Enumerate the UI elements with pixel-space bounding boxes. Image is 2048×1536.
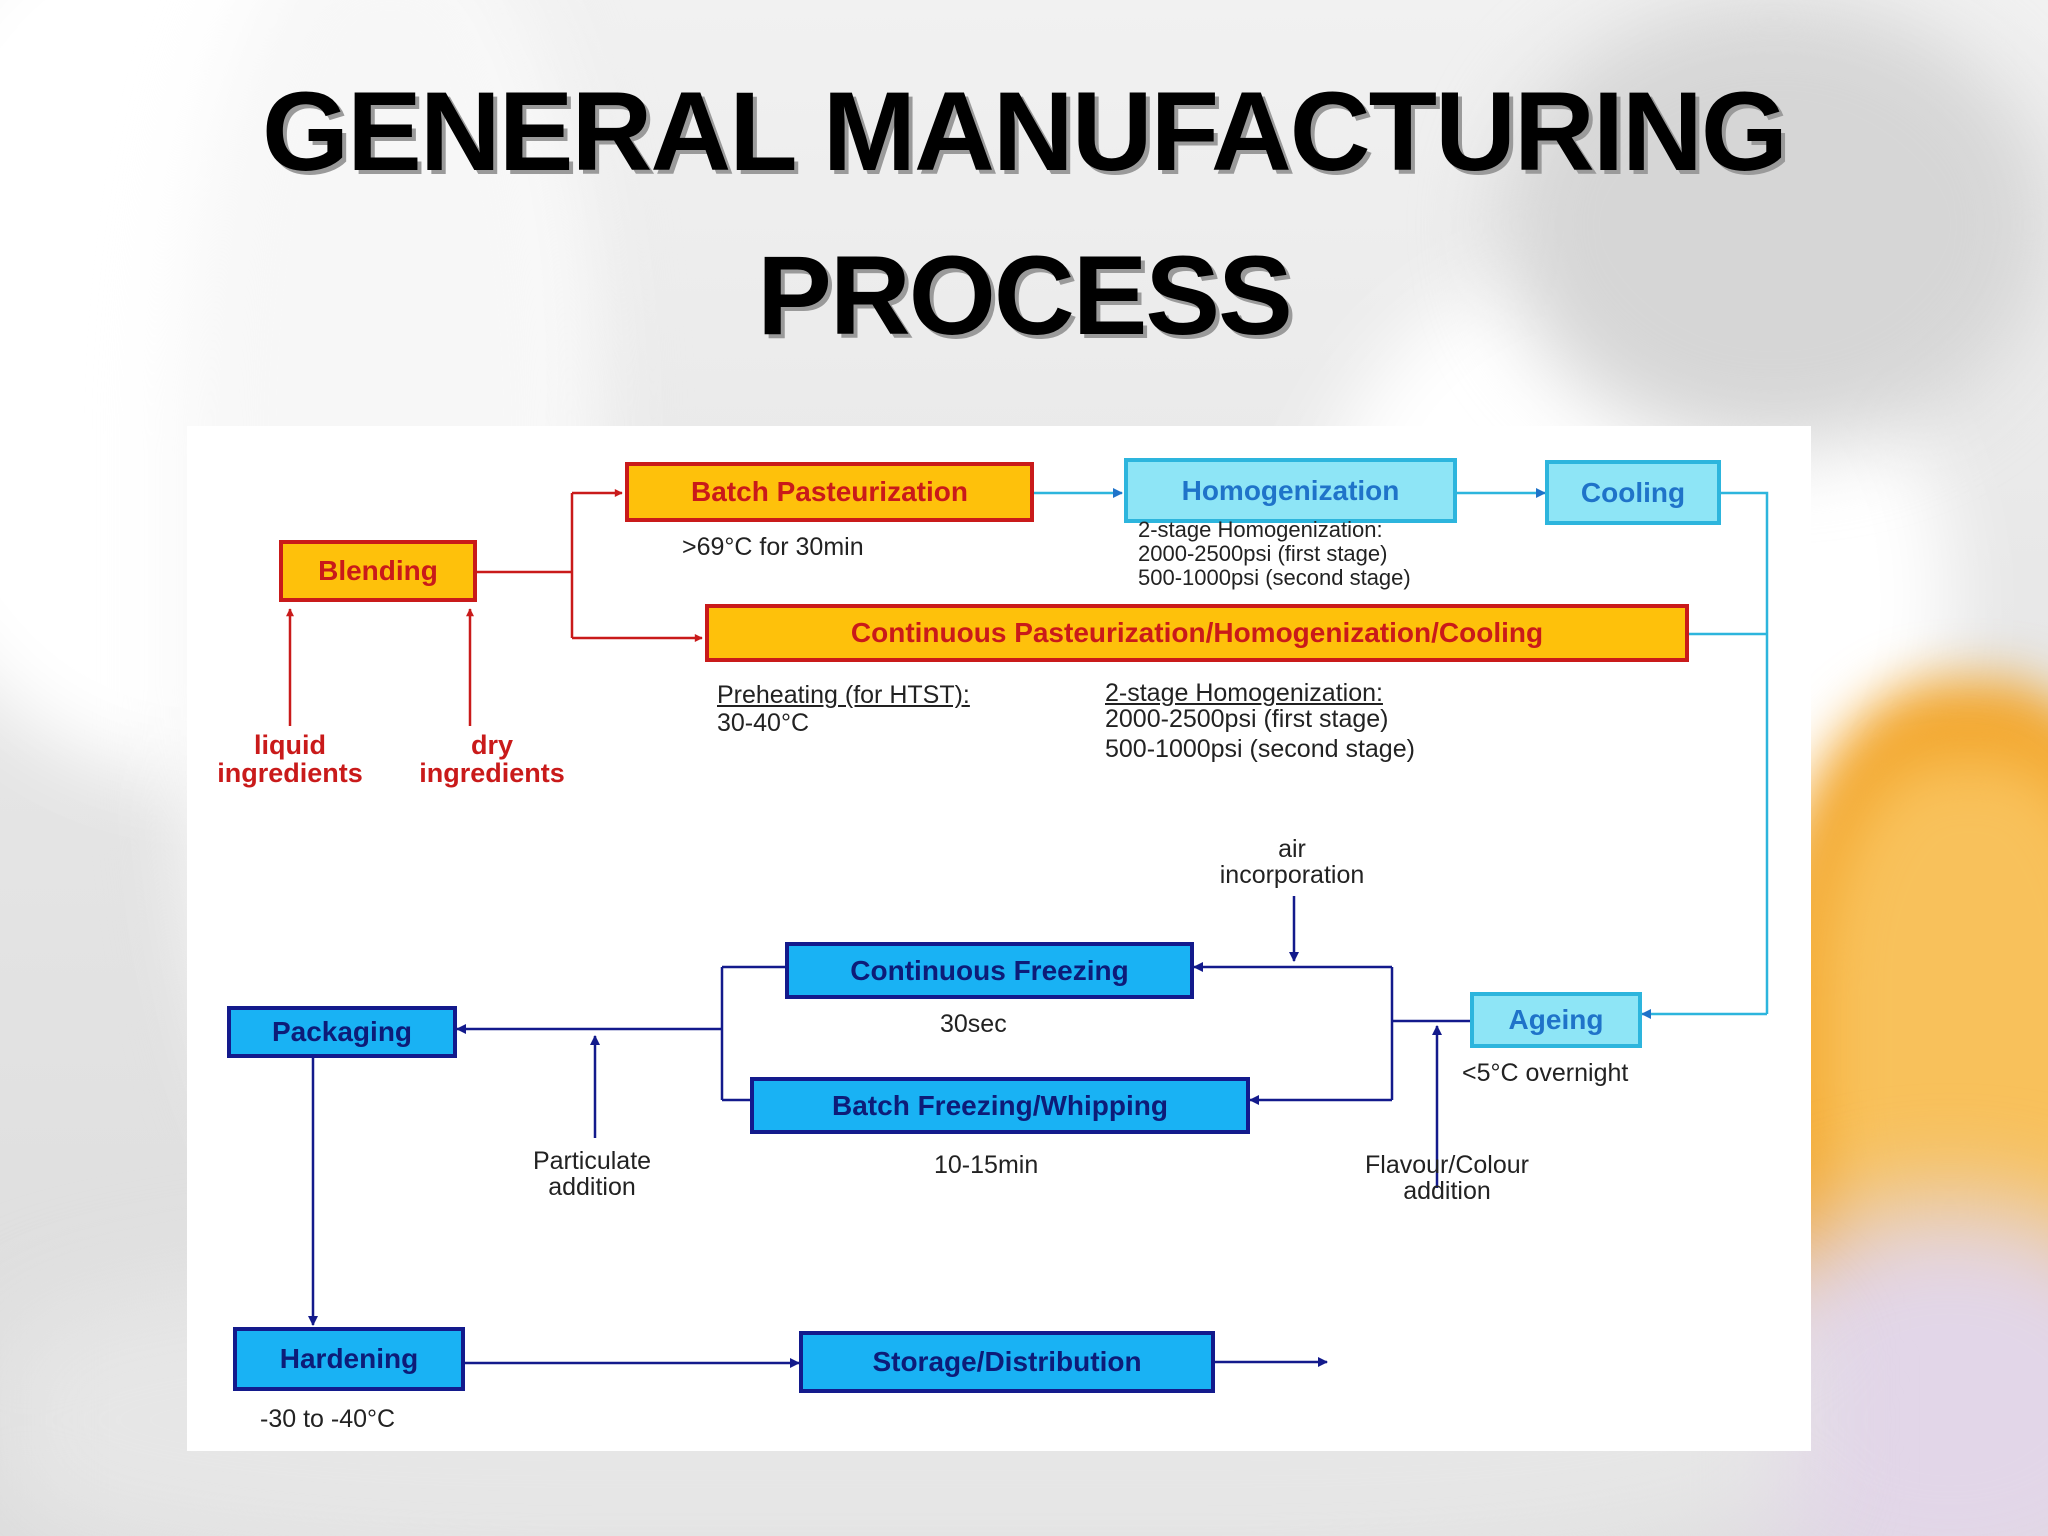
flow-diagram: Blending Batch Pasteurization Homogeniza… [187,426,1811,1451]
title-line-1: GENERAL MANUFACTURING [262,69,1788,194]
hardening-note: -30 to -40°C [260,1405,396,1433]
cooling-box: Cooling [1545,460,1721,525]
batch-pasteurization-box: Batch Pasteurization [625,462,1034,522]
line-cooling-to-right [1721,491,1769,1014]
batch-pasteurization-note: >69°C for 30min [682,533,864,561]
continuous-phc-box: Continuous Pasteurization/Homogenization… [705,604,1689,662]
preheating-note: Preheating (for HTST): 30-40°C [717,681,970,737]
batch-freezing-box: Batch Freezing/Whipping [750,1077,1250,1134]
ageing-box: Ageing [1470,992,1642,1048]
continuous-homogenization-note: 2-stage Homogenization: 2000-2500psi (fi… [1105,679,1415,763]
packaging-box: Packaging [227,1006,457,1058]
batch-freezing-time: 10-15min [934,1151,1039,1179]
homogenization-note: 2-stage Homogenization: 2000-2500psi (fi… [1138,517,1411,590]
slide-title: GENERAL MANUFACTURING PROCESS [0,50,2048,378]
connector-lines [286,488,1769,1368]
title-line-2: PROCESS [757,233,1293,358]
continuous-freezing-time: 30sec [940,1010,1007,1038]
hardening-box: Hardening [233,1327,465,1391]
homogenization-box: Homogenization [1124,458,1457,523]
blending-box: Blending [279,540,477,602]
continuous-freezing-box: Continuous Freezing [785,942,1194,999]
ageing-note: <5°C overnight [1462,1059,1629,1087]
storage-distribution-box: Storage/Distribution [799,1331,1215,1393]
